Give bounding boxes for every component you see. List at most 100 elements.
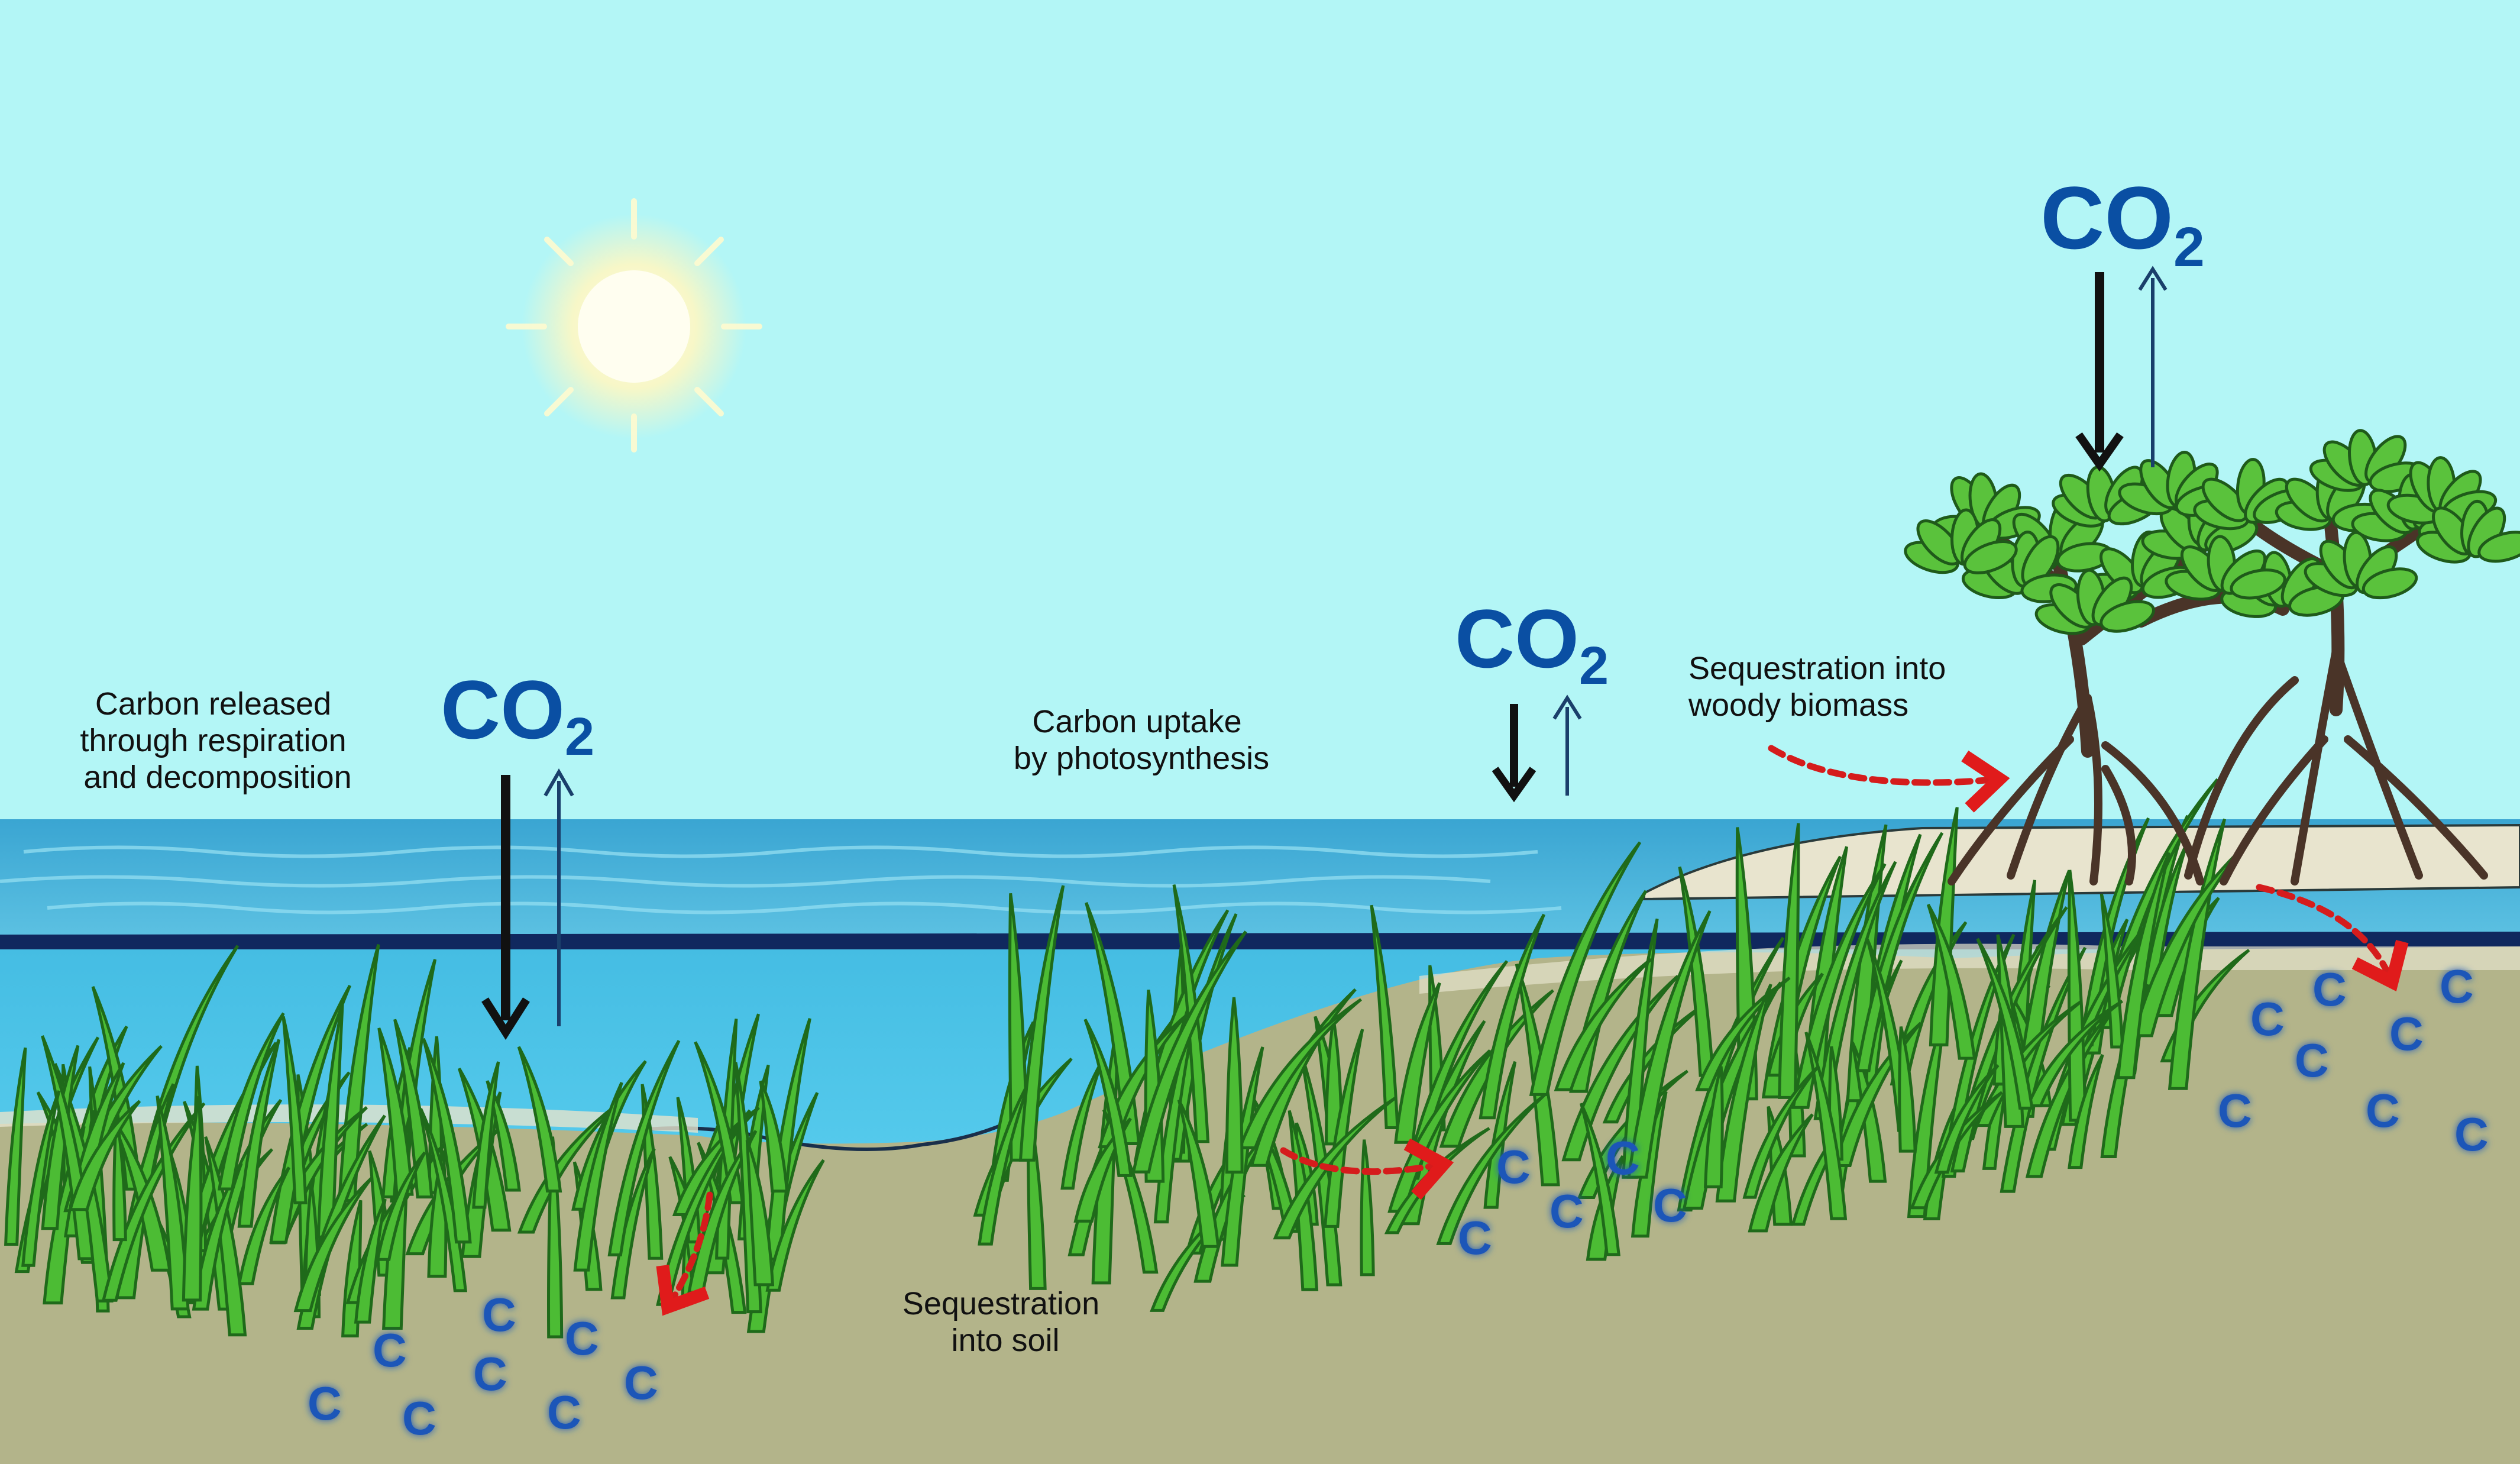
seagrass-blade — [1439, 989, 1554, 1148]
seagrass-blade — [472, 1061, 500, 1209]
seagrass-blade — [1237, 998, 1362, 1150]
seagrass-blade — [1102, 1108, 1159, 1274]
carbon-symbol: C — [565, 1312, 599, 1365]
seagrass-blade — [217, 1012, 285, 1191]
carbon-symbol: C — [547, 1386, 581, 1439]
mangrove-leaf — [2230, 568, 2286, 600]
carbon-symbol: C — [2454, 1108, 2489, 1161]
seagrass-blade — [68, 1100, 141, 1211]
carbon-symbol: C — [1496, 1140, 1531, 1193]
seagrass-blade — [1695, 977, 1791, 1091]
carbon-symbol: C — [624, 1356, 658, 1409]
seagrass-blade — [1832, 1022, 1922, 1168]
seagrass-blade — [1554, 958, 1652, 1091]
seagrass-blade — [687, 1130, 758, 1294]
seagrass-blade — [237, 1166, 290, 1285]
carbon-symbol: C — [2295, 1034, 2329, 1087]
seagrass-blade — [393, 1019, 434, 1199]
seagrass-blade — [1479, 913, 1545, 1120]
seagrass-blade — [156, 1095, 190, 1311]
seagrass-blade — [1934, 1064, 2000, 1174]
sediment-edge — [638, 1116, 1018, 1151]
carbon-transfer-arrows — [656, 745, 2409, 1316]
wave-lines — [0, 845, 1562, 914]
seagrass-blade — [1622, 918, 1659, 1179]
seagrass-blade — [1436, 1093, 1546, 1245]
co2-flux-left — [481, 768, 574, 1040]
co2-up-arrowhead — [1552, 694, 1582, 720]
seagrass-blade — [41, 1045, 80, 1230]
label-woody-biomass: Sequestration into woody biomass — [1688, 651, 1955, 723]
seagrass-blade — [376, 1151, 426, 1261]
seagrass-blade — [2079, 817, 2150, 1046]
carbon-symbols: C C C C C C C C C C C C C C C C C C C C … — [308, 960, 2489, 1444]
co2-up-arrowhead — [2138, 266, 2168, 291]
label-soil-sequestration: Sequestration into soil — [902, 1286, 1108, 1358]
seagrass-blade — [422, 1038, 472, 1244]
seagrass-blade — [1577, 1069, 1688, 1199]
carbon-symbol: C — [1458, 1211, 1492, 1264]
seagrass-blade — [377, 1027, 414, 1196]
mangrove-leaf — [2477, 531, 2520, 563]
seagrass-blade — [1529, 841, 1642, 1096]
carbon-symbol: C — [402, 1392, 436, 1444]
seagrass-blade — [1083, 1019, 1133, 1177]
carbon-symbol: C — [473, 1347, 507, 1400]
seagrass-blade — [2067, 870, 2087, 1122]
seagrass-blade — [745, 1139, 775, 1287]
mangrove-leaf — [2362, 567, 2418, 600]
seagrass-blade — [237, 1039, 281, 1228]
seagrass-blade — [204, 1136, 247, 1337]
carbon-symbol: C — [2312, 963, 2347, 1016]
seagrass-blade — [765, 1159, 825, 1292]
carbon-symbol: C — [1606, 1132, 1640, 1184]
co2-up-arrowhead — [544, 768, 574, 797]
seagrass-blade — [1627, 910, 1712, 1179]
seagrass-blade — [656, 1109, 751, 1306]
carbon-symbol: C — [2440, 960, 2474, 1013]
co2-label-middle: CO2 — [1455, 592, 1609, 696]
mangrove-roots — [1948, 647, 2488, 885]
seagrass-blade — [607, 1040, 681, 1256]
label-carbon-released: Carbon released through respiration and … — [80, 686, 355, 795]
seagrass-blade — [1976, 938, 2034, 1110]
seagrass-blade — [1273, 1096, 1397, 1240]
carbon-symbol: C — [2218, 1084, 2252, 1137]
sky — [0, 0, 2520, 828]
seagrass-blade — [573, 1081, 623, 1272]
seagrass-blade — [192, 1162, 243, 1311]
seagrass-blade — [21, 1090, 61, 1267]
seagrass-blade — [2026, 1000, 2123, 1107]
sediment — [0, 946, 2520, 1464]
seagrass-blade — [1890, 921, 1968, 1086]
seagrass-blade — [1804, 1032, 1848, 1220]
transfer-arrow-woody — [1768, 745, 2010, 813]
transfer-arrow-mangrove-soil — [2256, 884, 2409, 992]
seagrass-blade — [2068, 1053, 2104, 1169]
seagrass-blade — [1225, 997, 1244, 1174]
seagrass-blade — [1177, 1099, 1220, 1248]
seagrass-blade — [293, 1177, 373, 1313]
seagrass-blade — [4, 1047, 27, 1246]
mangrove-trees — [1904, 429, 2520, 885]
seagrass-blade — [282, 1016, 308, 1205]
carbon-symbol: C — [308, 1377, 342, 1430]
seagrass-blade — [517, 1046, 562, 1192]
seagrass-blade — [1778, 823, 1800, 1099]
carbon-symbol: C — [373, 1324, 407, 1376]
seagrass-blade — [316, 1004, 344, 1239]
seagrass-blade — [1742, 1065, 1820, 1199]
seagrass-blade — [1715, 983, 1772, 1203]
seagrass-blade — [1579, 1103, 1620, 1256]
seagrass-blade — [1150, 1194, 1246, 1312]
carbon-symbol: C — [1653, 1179, 1687, 1232]
transfer-arrow-soil-right — [1280, 1138, 1454, 1200]
seagrass-blade — [112, 1115, 127, 1242]
seagrass-blade — [2100, 893, 2124, 1049]
seagrass-meadow-right — [973, 778, 2250, 1312]
seagrass-blade — [1018, 885, 1065, 1162]
carbon-symbol: C — [2389, 1007, 2424, 1060]
carbon-symbol: C — [2250, 993, 2285, 1045]
carbon-symbol: C — [2366, 1084, 2400, 1137]
